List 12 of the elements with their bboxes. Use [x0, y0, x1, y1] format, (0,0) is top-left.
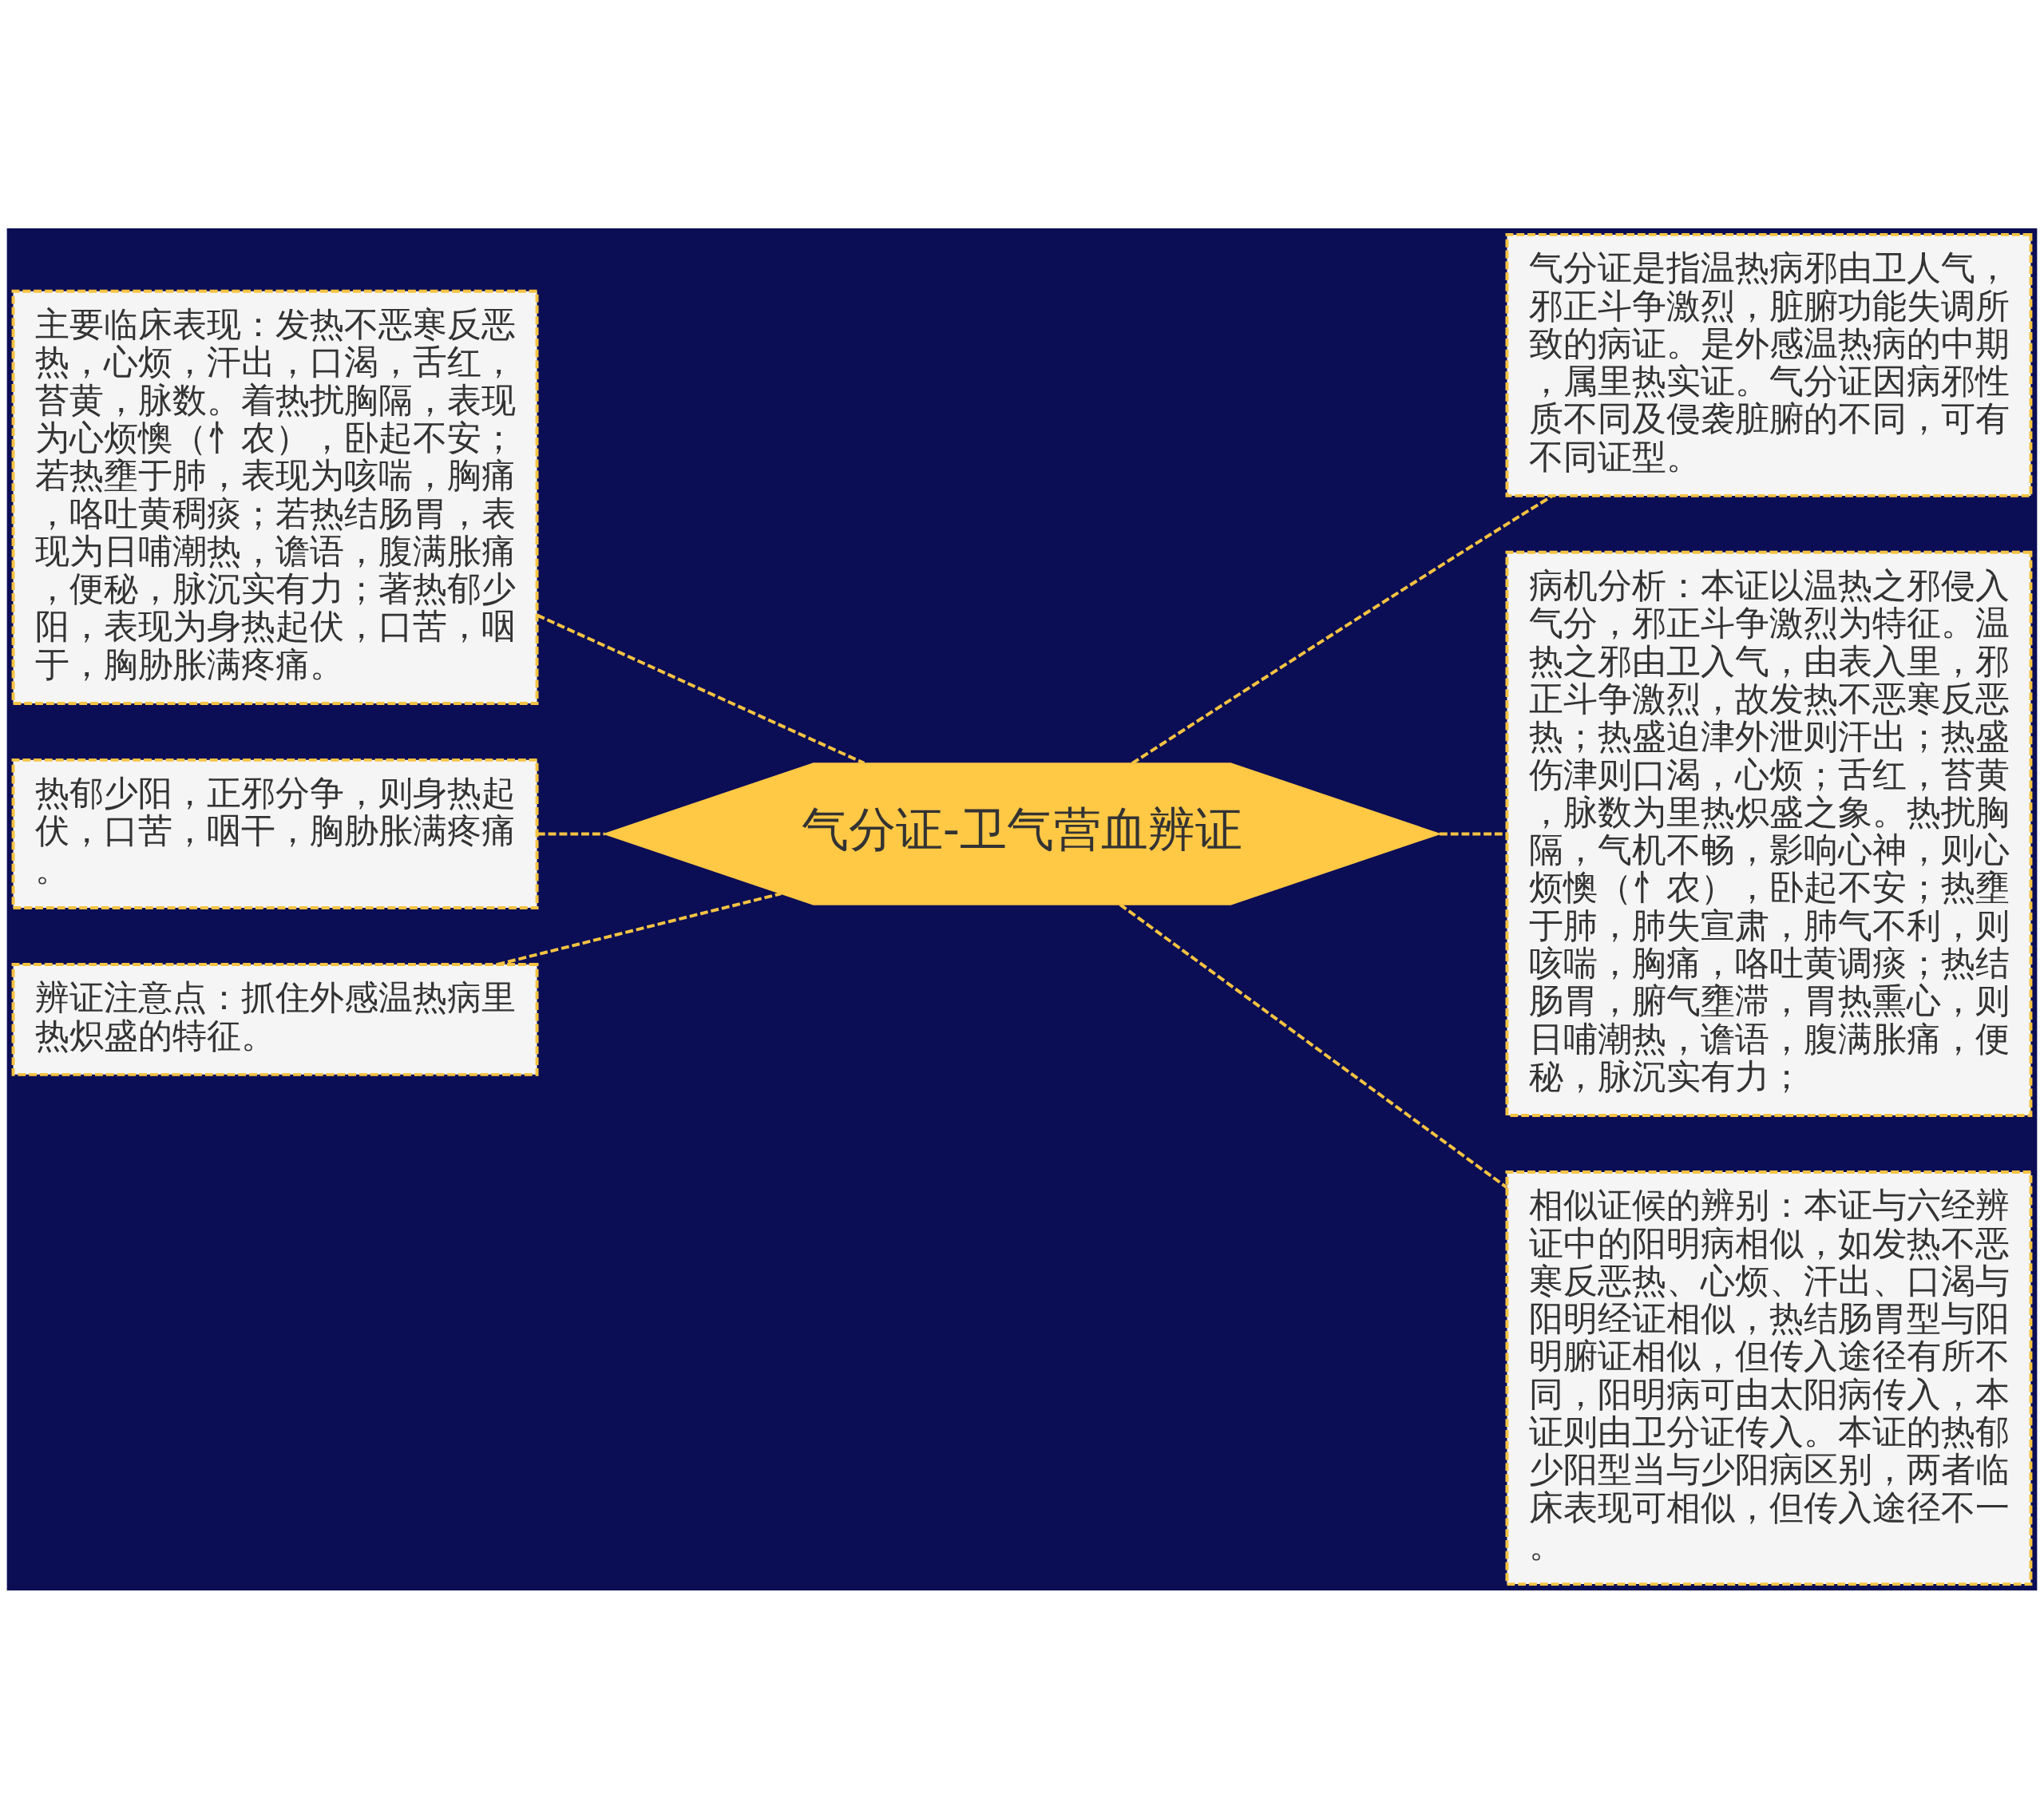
- node-box: 气分证是指温热病邪由卫人气，邪正斗争激烈，脏腑功能失调所致的病证。是外感温热病的中期，属里热实证。气分证因病邪性质不同及侵袭脏腑的不同，可有不同证型。: [1505, 232, 2033, 497]
- connector: [537, 831, 605, 835]
- node-box: 主要临床表现：发热不恶寒反恶热，心烦，汗出，口渴，舌红，苔黄，脉数。着热扰胸隔，表现为心烦懊（忄农），卧起不安；若热壅于肺，表现为咳喘，胸痛，咯吐黄稠痰；若热结肠胃，表现为日哺潮热，谵语，腹满胀痛，便秘，脉沉实有力；著热郁少阳，表现为身热起伏，口苦，咽于，胸胁胀满疼痛。: [11, 289, 539, 705]
- connector: [1131, 494, 1553, 765]
- connector: [1439, 831, 1507, 835]
- connector: [497, 891, 782, 966]
- node-box: 相似证候的辨别：本证与六经辨证中的阳明病相似，如发热不恶寒反恶热、心烦、汗出、口渴与阳明经证相似，热结肠胃型与阳明腑证相似，但传入途径有所不同，阳明病可由太阳病传入，本证则由卫分证传入。本证的热郁少阳型当与少阳病区别，两者临床表现可相似，但传入途径不一。: [1505, 1170, 2033, 1586]
- node-box: 辨证注意点：抓住外感温热病里热炽盛的特征。: [11, 962, 539, 1076]
- connector: [1119, 902, 1508, 1189]
- node-box: 病机分析：本证以温热之邪侵入气分，邪正斗争激烈为特征。温热之邪由卫入气，由表入里，邪正斗争激烈，故发热不恶寒反恶热；热盛迫津外泄则汗出；热盛伤津则口渴，心烦；舌红，苔黄，脉数为里热炽盛之象。热扰胸隔，气机不畅，影响心神，则心烦懊（忄农），卧起不安；热壅于肺，肺失宣肃，肺气不利，则咳喘，胸痛，咯吐黄调痰；热结肠胃，腑气壅滞，胃热熏心，则日哺潮热，谵语，腹满胀痛，便秘，脉沉实有力；: [1505, 550, 2033, 1117]
- node-box: 热郁少阳，正邪分争，则身热起伏，口苦，咽干，胸胁胀满疼痛。: [11, 758, 539, 909]
- connector: [537, 613, 866, 765]
